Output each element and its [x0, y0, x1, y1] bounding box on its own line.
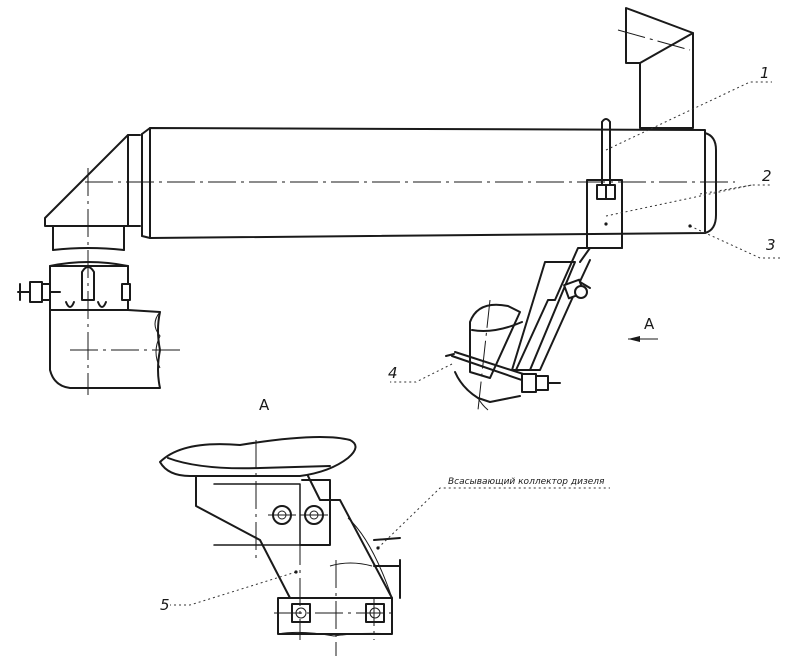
inclined-support: [511, 261, 591, 371]
cylinder-body: [141, 127, 717, 239]
right-clamp-bolts: [445, 353, 561, 393]
svg-text:5: 5: [160, 596, 170, 614]
callout-2: 2: [605, 167, 772, 217]
main-assembly-view: A 1 2 3 4: [17, 7, 780, 411]
callout-4: 4: [388, 363, 453, 383]
right-elbow: [451, 299, 549, 411]
inlet-elbow: [44, 134, 141, 251]
view-title: A: [259, 396, 270, 414]
left-lower-pipe: [49, 309, 161, 389]
svg-text:3: 3: [766, 236, 776, 254]
svg-text:4: 4: [388, 364, 398, 382]
u-bolt: [596, 118, 616, 200]
view-arrow-a: A: [628, 315, 658, 342]
manifold-note: Всасывающий коллектор дизеля: [377, 477, 610, 549]
detail-bolt-1: [268, 505, 296, 525]
svg-text:2: 2: [762, 167, 772, 185]
outlet-pipe: [617, 7, 694, 129]
callout-1: 1: [605, 64, 772, 151]
bracket: [515, 179, 623, 371]
detail-view-a: Всасывающий коллектор дизеля 5: [159, 435, 610, 656]
svg-text:1: 1: [760, 64, 770, 82]
callout-5: 5: [160, 571, 297, 614]
callout-3: 3: [689, 225, 780, 259]
svg-text:Всасывающий коллектор дизеля: Всасывающий коллектор дизеля: [448, 477, 605, 487]
view-arrow-label: A: [644, 315, 655, 333]
detail-bolt-2: [300, 505, 328, 525]
left-clamp: [17, 261, 131, 311]
